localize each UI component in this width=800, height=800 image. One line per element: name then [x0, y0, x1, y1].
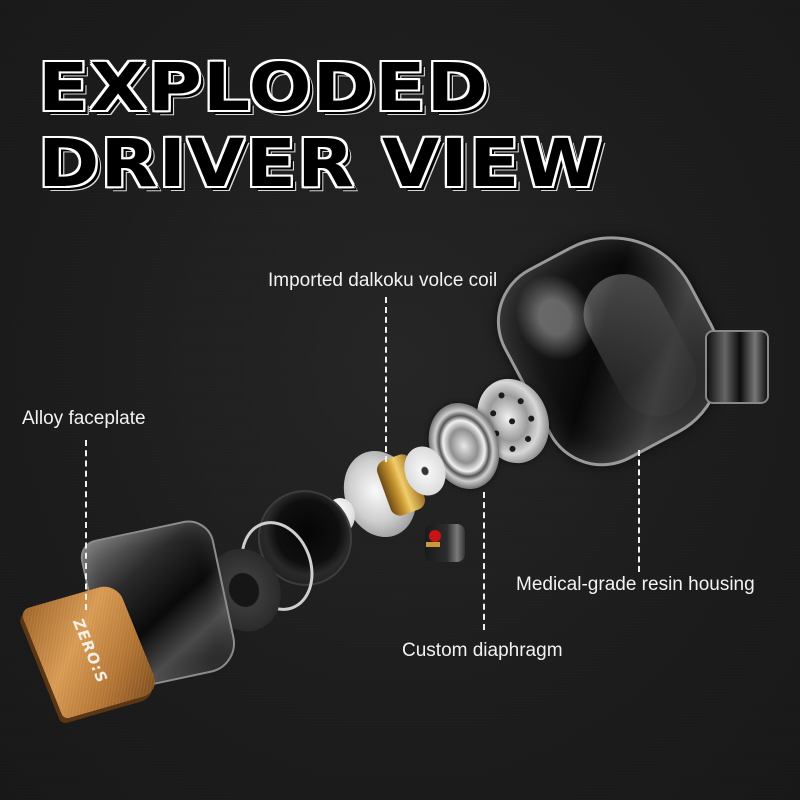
leader-line-diaphragm	[483, 492, 485, 630]
page-title: EXPLODED DRIVER VIEW	[38, 50, 603, 202]
vent-hole	[508, 417, 516, 426]
brand-logo: ZERO:S	[68, 616, 112, 686]
leader-line-housing	[638, 450, 640, 572]
vent-hole	[508, 445, 517, 453]
callout-diaphragm: Custom diaphragm	[402, 640, 563, 661]
vent-hole	[516, 397, 525, 406]
callout-housing: Medical-grade resin housing	[516, 574, 755, 595]
callout-faceplate: Alloy faceplate	[22, 408, 146, 429]
title-line-1: EXPLODED	[38, 49, 490, 126]
title-line-2: DRIVER VIEW	[38, 125, 604, 202]
vent-hole	[524, 435, 532, 443]
sound-nozzle-image	[705, 330, 769, 404]
vent-hole	[489, 409, 498, 418]
vent-hole	[497, 391, 506, 400]
leader-line-faceplate	[85, 440, 87, 610]
callout-voice-coil: Imported dalkoku volce coil	[268, 270, 498, 291]
leader-line-voice-coil	[385, 297, 387, 462]
vent-hole	[527, 414, 536, 423]
connector-gold-pin	[426, 542, 440, 547]
connector-red-pin	[429, 530, 441, 542]
